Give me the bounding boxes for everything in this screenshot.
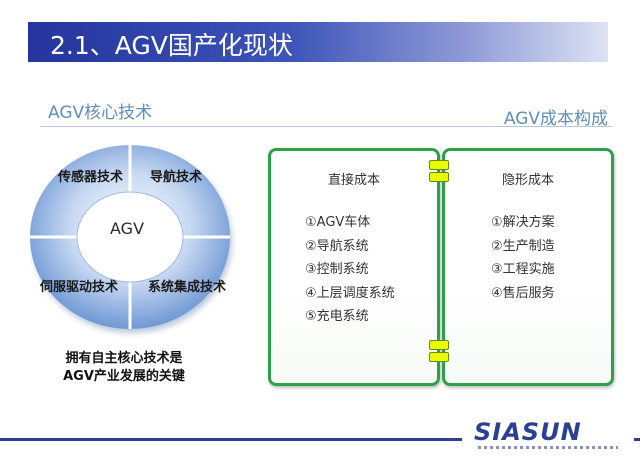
binder-clip-icon	[429, 340, 449, 350]
list-item: ④售后服务	[491, 285, 555, 301]
binder-clip-icon	[429, 172, 449, 182]
list-item: ③控制系统	[305, 262, 369, 277]
segment-servo-drive-tech: 伺服驱动技术	[40, 280, 119, 295]
list-item: ②生产制造	[491, 238, 555, 254]
list-item: ①解决方案	[491, 215, 555, 230]
ring-segment-dividers	[30, 145, 230, 329]
list-item: ①AGV车体	[305, 215, 371, 230]
section-heading-cost: AGV成本构成	[503, 109, 608, 129]
footer-rule	[0, 438, 640, 441]
binder-clip-icon	[429, 160, 449, 170]
segment-navigation-tech: 导航技术	[150, 170, 203, 185]
segment-system-integration-tech: 系统集成技术	[148, 280, 227, 295]
list-item: ④上层调度系统	[305, 285, 395, 301]
direct-cost-title: 直接成本	[327, 173, 380, 188]
slide-title: 2.1、AGV国产化现状	[50, 31, 293, 60]
hidden-cost-title: 隐形成本	[501, 173, 554, 188]
list-item: ③工程实施	[491, 262, 555, 277]
section-heading-core-tech: AGV核心技术	[48, 103, 153, 123]
hidden-cost-panel: 隐形成本 ①解决方案 ②生产制造 ③工程实施 ④售后服务	[442, 148, 614, 386]
list-item: ⑤充电系统	[305, 309, 369, 324]
logo-tagline-decoration	[478, 446, 618, 449]
logo-wordmark: SIASUN	[474, 418, 582, 446]
direct-cost-list: ①AGV车体 ②导航系统 ③控制系统 ④上层调度系统 ⑤充电系统	[305, 211, 395, 329]
section-divider	[40, 126, 612, 127]
ring-caption-line1: 拥有自主核心技术是	[65, 351, 183, 366]
binder-clip-icon	[429, 352, 449, 362]
direct-cost-panel: 直接成本 ①AGV车体 ②导航系统 ③控制系统 ④上层调度系统 ⑤充电系统	[268, 148, 440, 386]
list-item: ②导航系统	[305, 238, 369, 254]
hidden-cost-list: ①解决方案 ②生产制造 ③工程实施 ④售后服务	[491, 211, 555, 305]
ring-inner-hole	[76, 191, 184, 283]
ring-center-label: AGV	[110, 219, 145, 238]
segment-sensor-tech: 传感器技术	[58, 170, 124, 185]
ring-caption-line2: AGV产业发展的关键	[63, 369, 185, 384]
tech-ring-diagram	[30, 145, 230, 329]
title-bar: 2.1、AGV国产化现状	[28, 22, 608, 62]
siasun-logo: SIASUN	[462, 418, 634, 457]
